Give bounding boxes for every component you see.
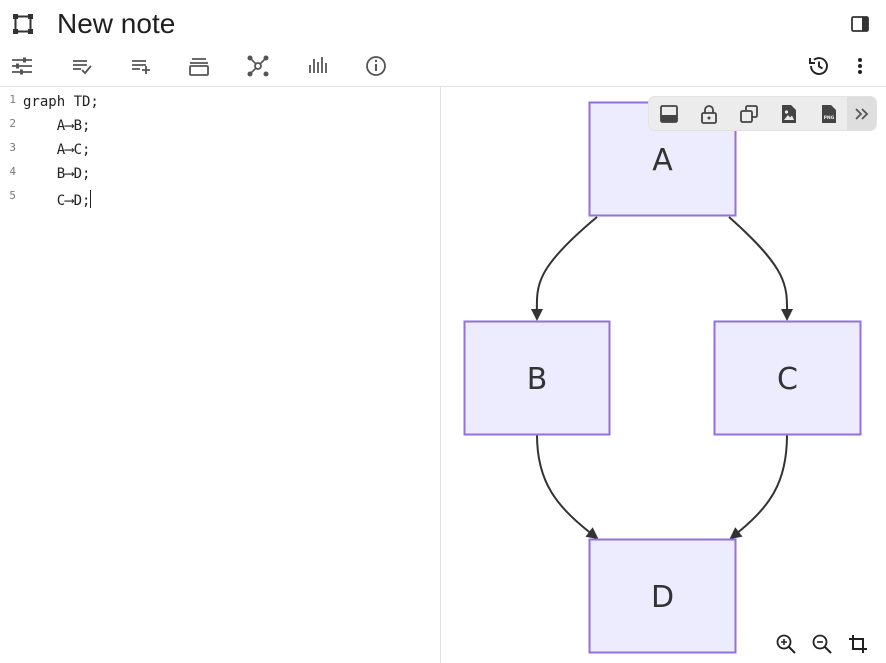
code-text: C⟶D;: [23, 193, 91, 209]
lock-icon[interactable]: [698, 103, 720, 125]
diagram-floating-toolbar: PNG: [649, 97, 876, 130]
code-editor[interactable]: 1 graph TD; 2 A⟶B; 3 A⟶C; 4 B⟶D; 5 C⟶D;: [0, 87, 441, 663]
bar-chart-icon[interactable]: [304, 53, 330, 79]
text-cursor: [90, 190, 92, 208]
line-number: 3: [9, 141, 16, 154]
chevrons-right-icon[interactable]: [851, 103, 873, 125]
node-d[interactable]: D: [588, 538, 737, 654]
node-label: A: [652, 143, 673, 178]
edge-c-d: [729, 434, 788, 540]
node-label: D: [651, 580, 674, 615]
tune-icon[interactable]: [9, 53, 35, 79]
line-number: 4: [9, 165, 16, 178]
code-line[interactable]: 1 graph TD;: [0, 91, 440, 115]
sidebar-toggle-icon[interactable]: [850, 14, 870, 34]
add-list-icon[interactable]: [128, 53, 154, 79]
mermaid-diagram: A B C D: [463, 101, 862, 654]
crop-icon[interactable]: [847, 633, 869, 655]
edge-a-b: [530, 216, 598, 321]
diagram-preview[interactable]: A B C D: [441, 87, 886, 663]
zoom-in-icon[interactable]: [775, 633, 797, 655]
code-text-active: C⟶D;: [23, 190, 92, 209]
graph-icon[interactable]: [245, 53, 271, 79]
node-c[interactable]: C: [713, 320, 862, 436]
info-icon[interactable]: [363, 53, 389, 79]
node-label: B: [527, 362, 548, 397]
copy-icon[interactable]: [738, 103, 760, 125]
title-bar: New note: [0, 0, 886, 48]
checklist-icon[interactable]: [69, 53, 95, 79]
history-icon[interactable]: [806, 53, 832, 79]
line-number: 1: [9, 93, 16, 106]
zoom-out-icon[interactable]: [811, 633, 833, 655]
edge-a-c: [728, 216, 794, 321]
line-number: 2: [9, 117, 16, 130]
code-text: B⟶D;: [23, 166, 91, 182]
line-number: 5: [9, 189, 16, 202]
more-vert-icon[interactable]: [847, 53, 873, 79]
code-text: A⟶B;: [23, 118, 91, 134]
export-image-icon[interactable]: [778, 103, 800, 125]
code-text: A⟶C;: [23, 142, 91, 158]
code-line[interactable]: 3 A⟶C;: [0, 139, 440, 163]
export-png-icon[interactable]: PNG: [818, 103, 840, 125]
canvas-note-icon: [13, 14, 33, 34]
code-line[interactable]: 5 C⟶D;: [0, 187, 440, 211]
code-text: graph TD;: [23, 94, 99, 110]
png-label: PNG: [824, 115, 835, 121]
toolbar: [0, 48, 886, 87]
code-line[interactable]: 4 B⟶D;: [0, 163, 440, 187]
toolbar-collapse[interactable]: [847, 97, 876, 130]
edge-b-d: [536, 434, 599, 540]
code-line[interactable]: 2 A⟶B;: [0, 115, 440, 139]
page-title[interactable]: New note: [57, 8, 176, 39]
stack-icon[interactable]: [186, 53, 212, 79]
node-b[interactable]: B: [463, 320, 611, 436]
node-label: C: [777, 362, 798, 397]
dock-bottom-icon[interactable]: [658, 103, 680, 125]
